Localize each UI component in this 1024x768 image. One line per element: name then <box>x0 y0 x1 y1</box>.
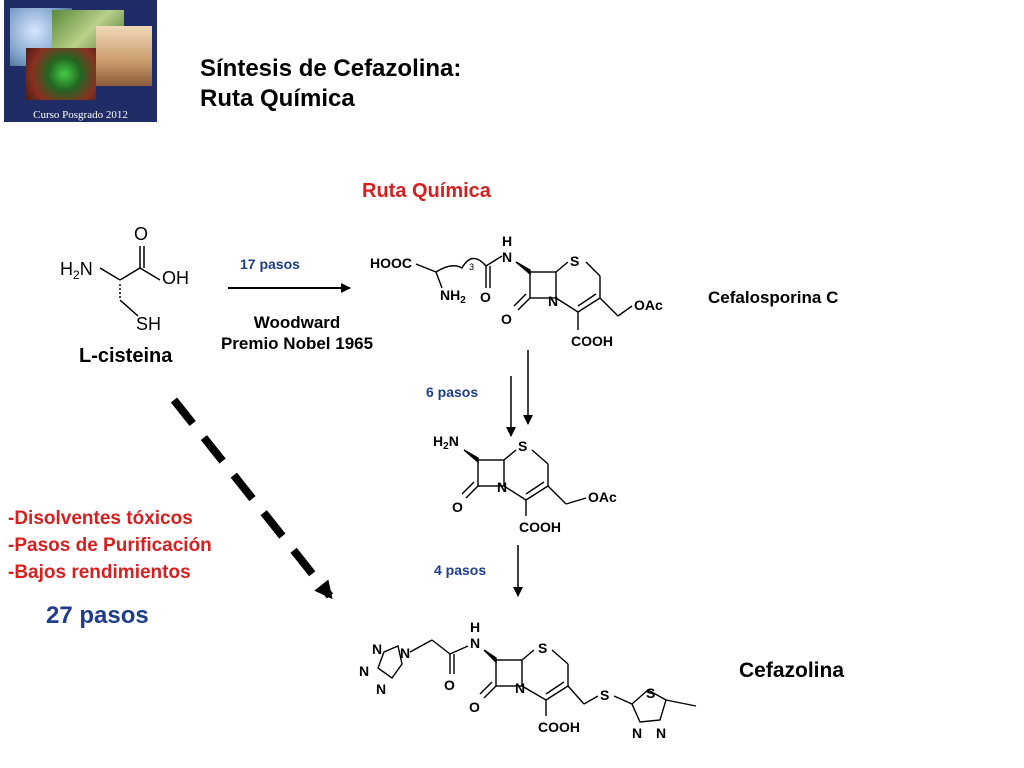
cephc-nh-n: N <box>502 249 512 265</box>
total-steps: 27 pasos <box>46 602 149 629</box>
cfz-thiadiazole-n2: N <box>656 725 666 741</box>
cfz-amide-o: O <box>444 677 455 693</box>
l-cysteine-name: L-cisteina <box>79 345 173 367</box>
cfz-cooh: COOH <box>538 719 580 735</box>
cephc-subscript3: 3 <box>469 262 474 272</box>
cephc-hooc: HOOC <box>370 255 412 271</box>
cephc-nh2: NH2 <box>440 287 466 306</box>
aca-lactam-o: O <box>452 499 463 515</box>
drawback-item: -Disolventes tóxicos <box>8 508 193 529</box>
cfz-tetrazole-n4: N <box>376 681 386 697</box>
cephc-s: S <box>570 253 579 269</box>
cys-carbonyl-o: O <box>134 224 148 244</box>
aca-h2n: H2N <box>433 433 459 452</box>
seven-aca-structure <box>461 449 587 516</box>
l-cysteine-structure <box>99 246 161 317</box>
cfz-thiadiazole-s: S <box>646 685 655 701</box>
aca-oac: OAc <box>588 489 617 505</box>
cefazolin-atoms: N N N N O H N S N O COOH S S N N <box>359 619 666 741</box>
cephc-amide-o: O <box>480 289 491 305</box>
cys-thiol: SH <box>136 314 161 334</box>
step3-count: 4 pasos <box>434 562 487 578</box>
step2-count: 6 pasos <box>426 384 479 400</box>
cfz-s-ring: S <box>538 640 547 656</box>
step1-author: Woodward <box>253 313 341 332</box>
cefazolin-name: Cefazolina <box>739 659 845 682</box>
cys-amine: H2N <box>60 259 93 282</box>
cfz-tetrazole-n2: N <box>400 645 410 661</box>
step1-award: Premio Nobel 1965 <box>220 334 374 353</box>
step1-credit: Woodward Premio Nobel 1965 <box>221 312 373 354</box>
course-logo: Curso Posgrado 2012 <box>4 0 157 122</box>
cephc-cooh: COOH <box>571 333 613 349</box>
cfz-nh-n: N <box>470 635 480 651</box>
cephc-nh-h: H <box>502 233 512 249</box>
drawback-item: -Pasos de Purificación <box>8 535 212 556</box>
cefazolin-structure <box>377 639 697 723</box>
route-title: Ruta Química <box>362 180 491 202</box>
aca-s: S <box>518 438 527 454</box>
cfz-tetrazole-n3: N <box>359 663 369 679</box>
cfz-lactam-o: O <box>469 699 480 715</box>
aca-cooh: COOH <box>519 519 561 535</box>
cfz-thiadiazole-n1: N <box>632 725 642 741</box>
logo-caption: Curso Posgrado 2012 <box>33 109 128 121</box>
page-title-line1: Síntesis de Cefazolina: <box>200 55 462 82</box>
logo-image-cells <box>26 48 96 100</box>
cfz-n-ring: N <box>515 680 525 696</box>
drawback-item: -Bajos rendimientos <box>8 562 191 583</box>
l-cysteine-atoms: O OH SH H2N <box>60 224 189 334</box>
drawbacks-list: -Disolventes tóxicos -Pasos de Purificac… <box>8 505 212 586</box>
cephalosporin-c-atoms: HOOC NH2 3 O H N S N O OAc COOH <box>370 233 663 349</box>
cephc-lactam-o: O <box>501 311 512 327</box>
aca-n-ring: N <box>497 479 507 495</box>
seven-aca-atoms: H2N S N O OAc COOH <box>433 433 617 535</box>
cfz-nh-h: H <box>470 619 480 635</box>
logo-image-glassware <box>96 26 152 86</box>
cfz-s-link: S <box>600 687 609 703</box>
direct-route-arrow <box>170 397 334 600</box>
step1-count: 17 pasos <box>240 256 300 272</box>
cys-hydroxyl: OH <box>162 268 189 288</box>
page-title: Síntesis de Cefazolina: Ruta Química <box>200 54 461 114</box>
cfz-tetrazole-n1: N <box>372 641 382 657</box>
cephalosporin-c-structure <box>415 255 633 330</box>
cephalosporin-c-name: Cefalosporina C <box>708 288 839 307</box>
cephc-n-ring: N <box>548 293 558 309</box>
cephc-oac: OAc <box>634 297 663 313</box>
page-title-line2: Ruta Química <box>200 85 355 112</box>
